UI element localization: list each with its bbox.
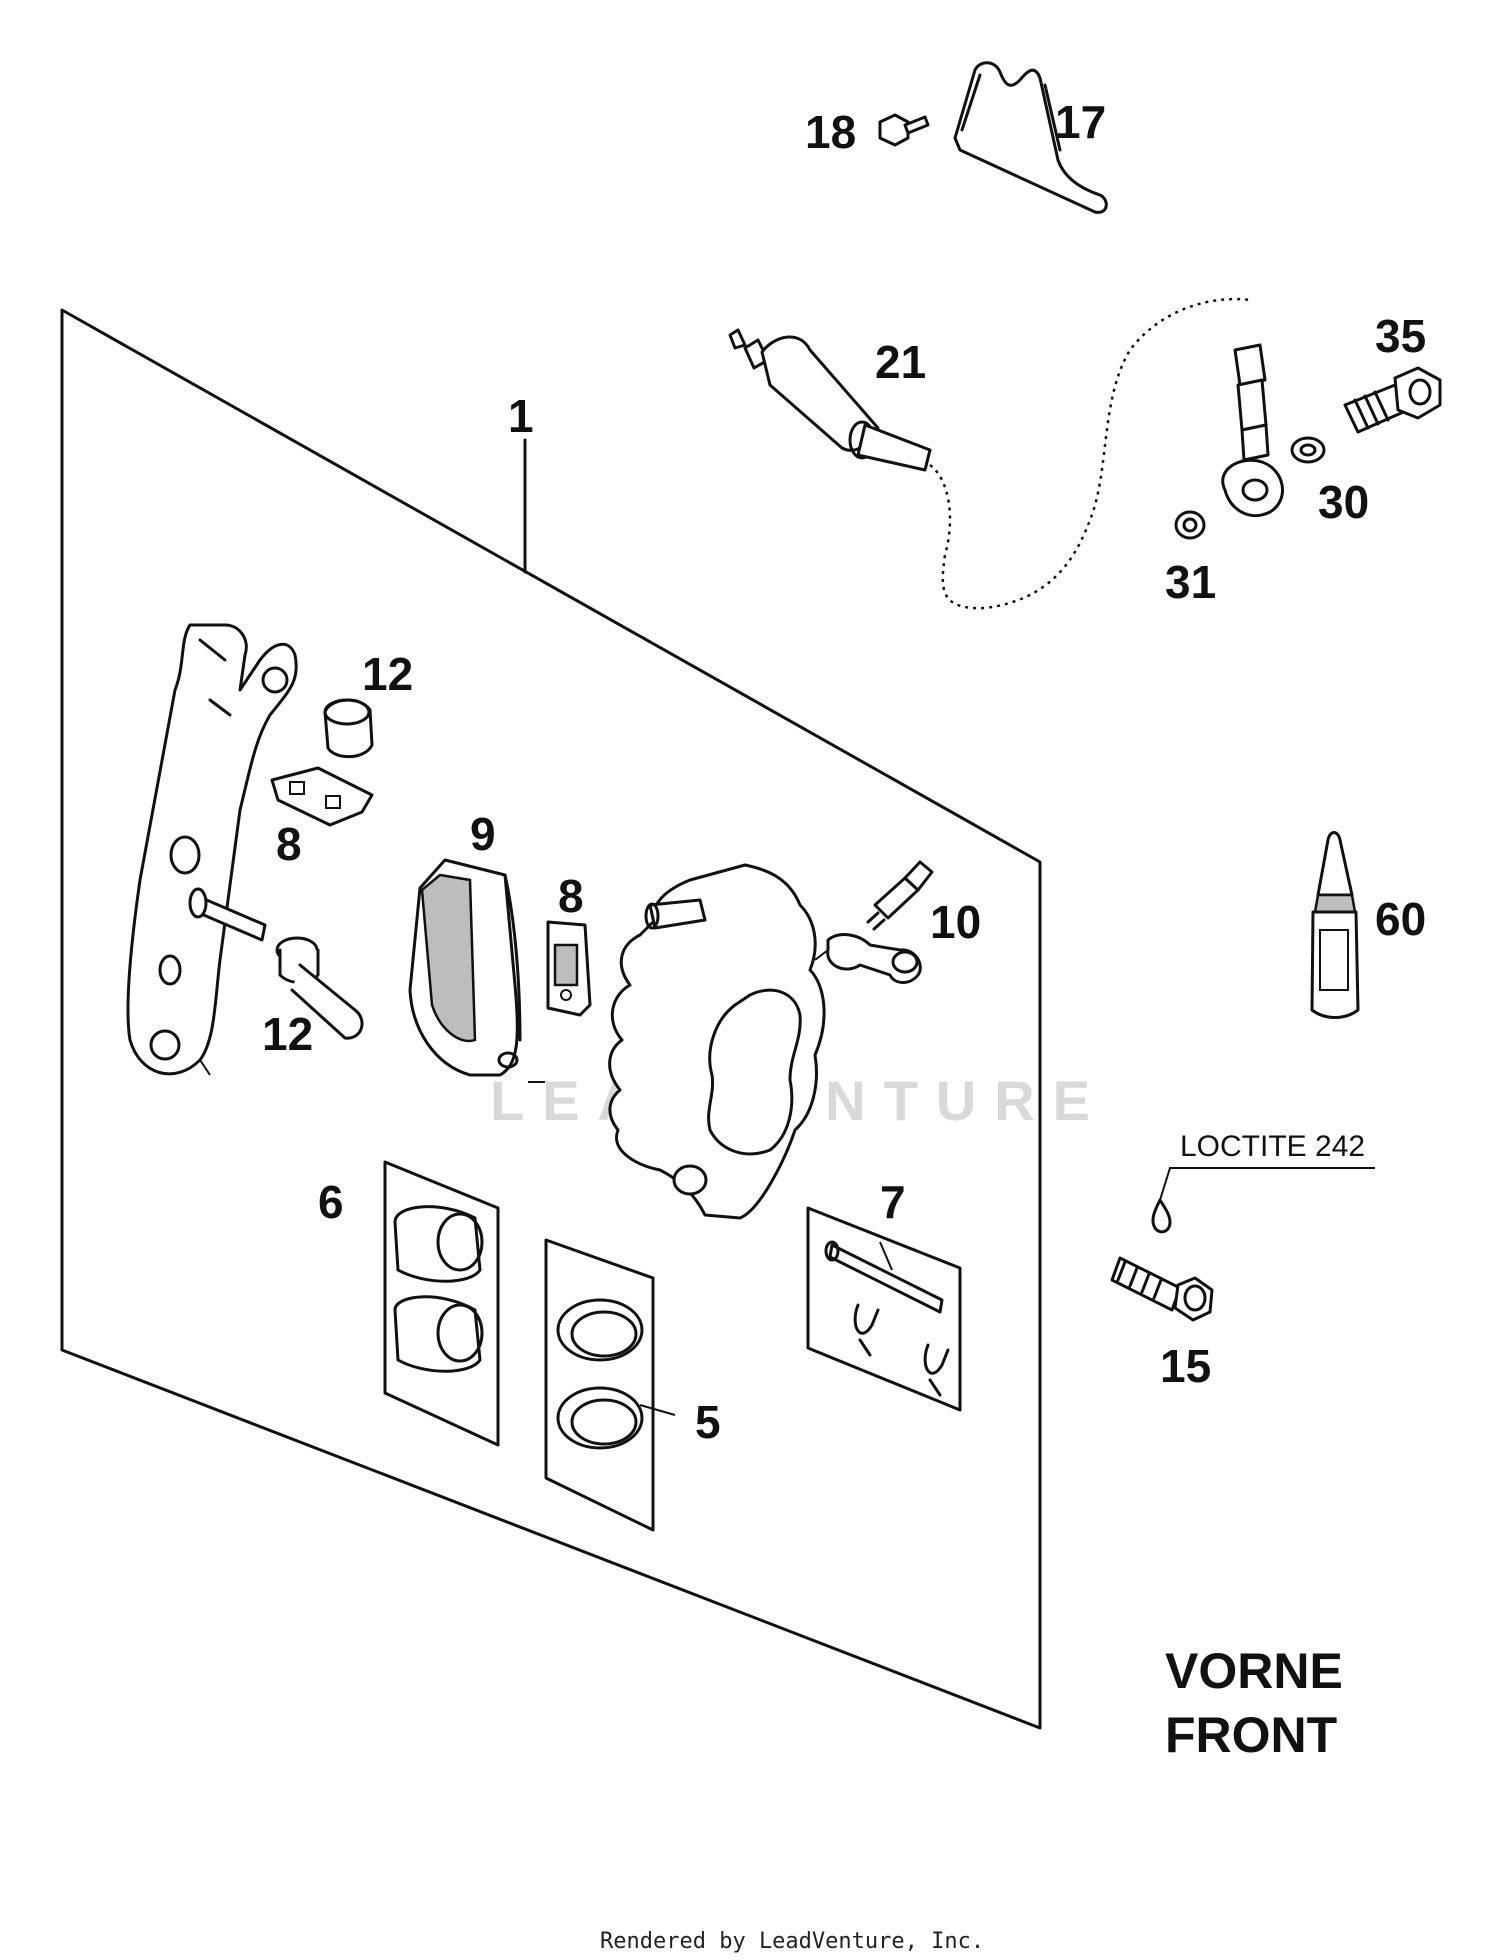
screw-18-drawing (878, 113, 930, 147)
callout-60: 60 (1375, 893, 1426, 945)
bolt-15-drawing (1110, 1256, 1214, 1322)
banjo-bolt-drawing (1343, 366, 1442, 434)
callout-17: 17 (1055, 96, 1106, 148)
pad-spring-upper-drawing (270, 766, 374, 827)
caliper-bracket-drawing (126, 623, 298, 1076)
callout-12-upper: 12 (362, 648, 413, 700)
callout-12-lower: 12 (262, 1008, 313, 1060)
callout-21: 21 (875, 336, 926, 388)
caliper-body-drawing (608, 863, 826, 1220)
kit-panel (60, 308, 1042, 1730)
callout-8-upper: 8 (276, 818, 302, 870)
bleeder-cap-drawing (814, 933, 922, 984)
callout-5: 5 (695, 1396, 721, 1448)
callout-10: 10 (930, 896, 981, 948)
washer-31-drawing (1174, 510, 1206, 540)
loctite-drop-drawing (1151, 1167, 1375, 1234)
callout-30: 30 (1318, 476, 1369, 528)
loctite-note: LOCTITE 242 (1180, 1130, 1365, 1163)
bushing-upper-drawing (323, 698, 374, 759)
callout-1: 1 (508, 390, 534, 442)
heading-vorne: VORNE (1165, 1643, 1343, 1699)
callout-9: 9 (470, 808, 496, 860)
brake-pad-drawing (408, 858, 545, 1083)
callout-6: 6 (318, 1176, 344, 1228)
callout-18: 18 (805, 106, 856, 158)
callout-15: 15 (1160, 1340, 1211, 1392)
washer-30-drawing (1290, 436, 1326, 464)
hose-sleeve-drawing (728, 328, 932, 472)
callout-8-lower: 8 (558, 870, 584, 922)
loctite-bottle-drawing (1310, 831, 1360, 1019)
seal-card-drawing (544, 1238, 676, 1532)
piston-card-drawing (383, 1160, 500, 1447)
callout-31: 31 (1165, 556, 1216, 608)
callout-7: 7 (880, 1176, 906, 1228)
footer-credit: Rendered by LeadVenture, Inc. (600, 1929, 984, 1954)
pin-card-drawing (806, 1206, 962, 1412)
bleeder-screw-drawing (866, 860, 934, 931)
banjo-fitting-drawing (1221, 343, 1284, 518)
callout-35: 35 (1375, 310, 1426, 362)
guide-pin-lower-drawing (275, 936, 364, 1040)
wire-clip-drawing (953, 61, 1108, 214)
pad-spring-lower-drawing (546, 920, 592, 1017)
heading-front: FRONT (1165, 1707, 1337, 1763)
